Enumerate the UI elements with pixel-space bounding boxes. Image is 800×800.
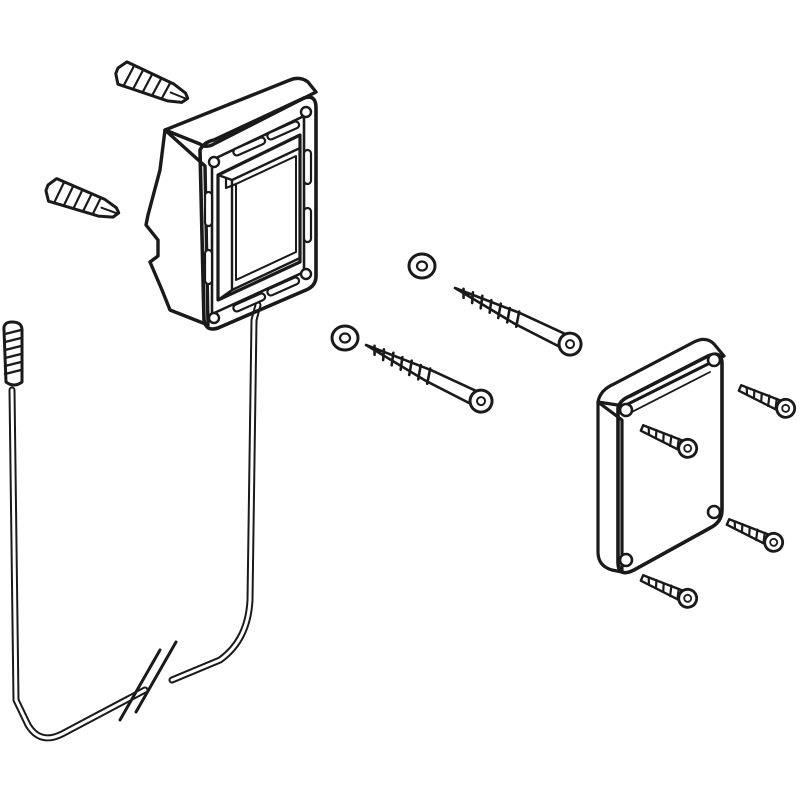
- machine-screw-2: [636, 418, 701, 462]
- cable: [8, 301, 262, 742]
- wood-screw-lower: [359, 333, 498, 418]
- cable-connector: [2, 320, 24, 387]
- cover-plate: [596, 337, 726, 575]
- junction-box: [144, 76, 318, 331]
- washer-upper: [407, 252, 437, 280]
- wall-plug-upper: [110, 58, 194, 112]
- machine-screw-4: [636, 568, 701, 612]
- wall-plug-lower: [41, 175, 124, 227]
- wood-screw-upper: [448, 276, 587, 361]
- washer-lower: [330, 324, 360, 352]
- machine-screw-1: [734, 378, 799, 422]
- machine-screw-3: [722, 512, 787, 556]
